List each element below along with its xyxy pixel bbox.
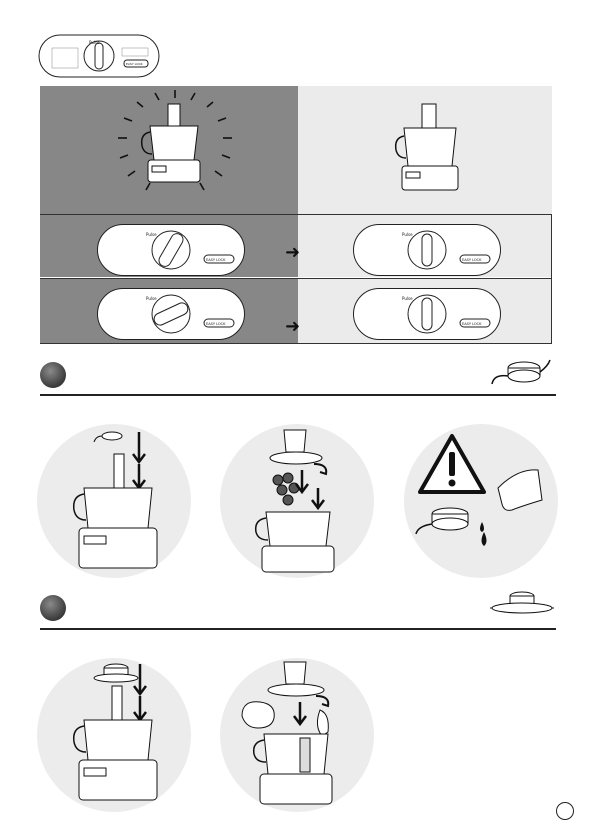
easy-lock-label: EASY LOCK [462, 322, 482, 326]
safety-warning-icon [415, 434, 543, 546]
control-panel-mid-right: Pulse EASY LOCK [353, 224, 501, 276]
control-panel-icon: Pulse EASY LOCK [38, 34, 160, 78]
pulse-label-small: Pulse [89, 40, 100, 45]
food-processor-icon [394, 103, 459, 191]
section-bullet-icon [40, 595, 66, 621]
assemble-blade-icon [72, 431, 158, 569]
page-number-circle [556, 802, 574, 820]
pulse-label: Pulse [402, 296, 413, 301]
assemble-emulsifier-icon [72, 663, 158, 801]
section-divider [40, 628, 556, 630]
slicing-disc-accessory-icon [491, 359, 551, 385]
easy-lock-label-small: EASY LOCK [126, 62, 144, 66]
easy-lock-label: EASY LOCK [206, 322, 226, 326]
insert-food-icon [254, 429, 335, 573]
pulse-label: Pulse [402, 232, 413, 237]
easy-lock-label: EASY LOCK [206, 258, 226, 262]
arrow-right-icon: ➜ [285, 242, 301, 263]
pour-liquid-icon [241, 661, 333, 805]
easy-lock-label: EASY LOCK [462, 258, 482, 262]
control-panel-mid-left: Pulse EASY LOCK [97, 224, 245, 276]
control-panel-bottom-left: Pulse EASY LOCK [97, 288, 245, 340]
section-bullet-icon [40, 362, 66, 388]
control-panel-bottom-right: Pulse EASY LOCK [353, 288, 501, 340]
pulse-label: Pulse [146, 232, 157, 237]
food-processor-vibrating-icon [118, 90, 232, 191]
emulsifying-disc-accessory-icon [490, 591, 554, 614]
section-divider [40, 394, 556, 396]
pulse-label: Pulse [146, 296, 157, 301]
arrow-right-icon: ➜ [285, 316, 301, 337]
